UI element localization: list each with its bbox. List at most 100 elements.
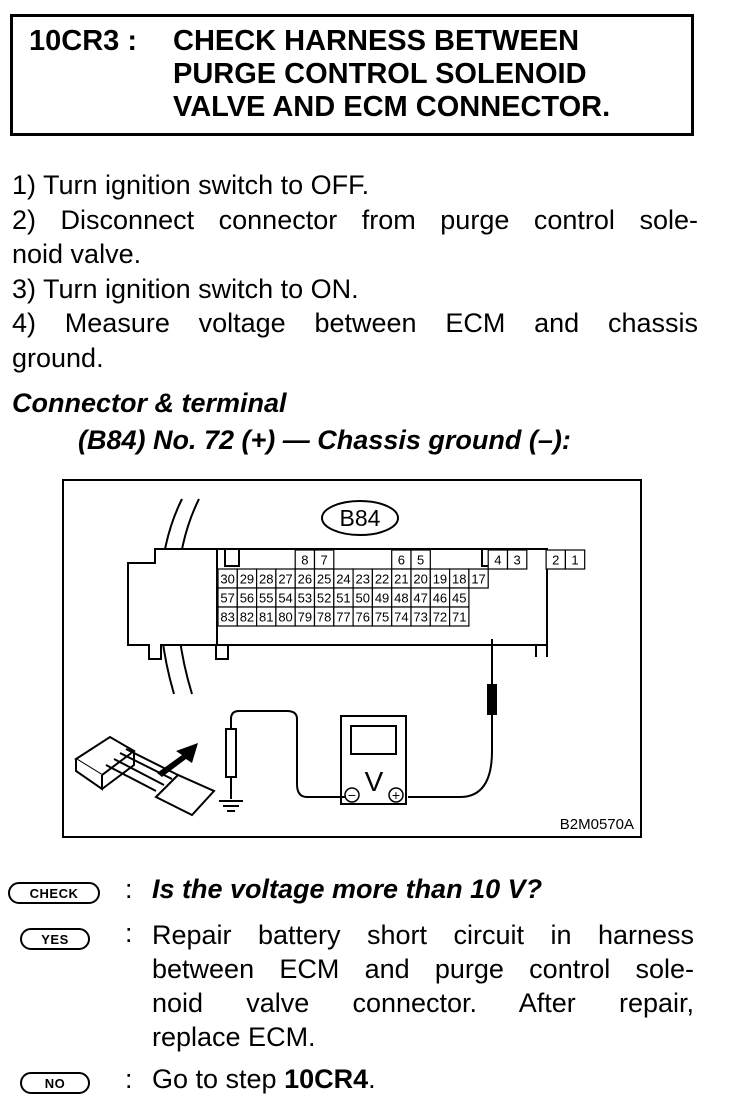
yes-separator: : bbox=[125, 918, 133, 948]
probe-positive-tip bbox=[487, 684, 497, 715]
check-badge: CHECK bbox=[8, 882, 100, 904]
title-line-3: VALVE AND ECM CONNECTOR. bbox=[173, 91, 611, 123]
terminal-53: 53 bbox=[298, 591, 312, 606]
terminal-19: 19 bbox=[433, 572, 447, 587]
connector-label: B84 bbox=[340, 505, 381, 531]
terminal-48: 48 bbox=[394, 591, 408, 606]
terminal-3-cell bbox=[506, 549, 528, 570]
terminal-51: 51 bbox=[336, 591, 350, 606]
terminal-81: 81 bbox=[259, 610, 273, 625]
terminal-2: 2 bbox=[552, 553, 559, 568]
yes-badge: YES bbox=[20, 928, 90, 950]
terminal-77: 77 bbox=[336, 610, 350, 625]
connector-spec: (B84) No. 72 (+) — Chassis ground (–): bbox=[78, 425, 571, 455]
terminal-28: 28 bbox=[259, 572, 273, 587]
connector-label-ellipse bbox=[321, 500, 399, 536]
terminal-30: 30 bbox=[220, 572, 234, 587]
terminal-78: 78 bbox=[317, 610, 331, 625]
terminal-45: 45 bbox=[452, 591, 466, 606]
title-line-2: PURGE CONTROL SOLENOID bbox=[173, 58, 587, 90]
terminal-18: 18 bbox=[452, 572, 466, 587]
terminal-29: 29 bbox=[240, 572, 254, 587]
step-code: 10CR3 : bbox=[29, 25, 137, 57]
connector-latch bbox=[127, 548, 229, 660]
instruction-step-2-line-1: 2) Disconnect connector from purge contr… bbox=[12, 204, 698, 235]
instruction-step-2-line-2: noid valve. bbox=[12, 239, 142, 269]
terminal-52: 52 bbox=[317, 591, 331, 606]
no-separator: : bbox=[125, 1064, 133, 1094]
terminal-5: 5 bbox=[417, 553, 424, 568]
disconnect-arrow-icon bbox=[157, 743, 198, 777]
yes-line-4: replace ECM. bbox=[152, 1022, 316, 1052]
terminal-46: 46 bbox=[433, 591, 447, 606]
instruction-step-1: 1) Turn ignition switch to OFF. bbox=[12, 170, 370, 200]
svg-text:−: − bbox=[348, 787, 356, 803]
terminal-25: 25 bbox=[317, 572, 331, 587]
probe-positive-wire bbox=[408, 715, 493, 798]
instruction-list: 1) Turn ignition switch to OFF. 2) Disco… bbox=[12, 168, 698, 375]
yes-line-1: Repair battery short circuit in harness bbox=[152, 920, 694, 950]
solenoid-connector-illustration bbox=[74, 735, 216, 817]
voltmeter-symbol: V bbox=[365, 766, 384, 797]
step-title: CHECK HARNESS BETWEEN PURGE CONTROL SOLE… bbox=[173, 25, 610, 124]
terminal-54: 54 bbox=[278, 591, 292, 606]
terminal-72: 72 bbox=[433, 610, 447, 625]
terminal-50: 50 bbox=[356, 591, 370, 606]
terminal-80: 80 bbox=[278, 610, 292, 625]
terminal-74: 74 bbox=[394, 610, 408, 625]
terminal-23: 23 bbox=[356, 572, 370, 587]
no-badge: NO bbox=[20, 1072, 90, 1094]
terminal-24: 24 bbox=[336, 572, 350, 587]
yes-line-2: between ECM and purge control sole- bbox=[152, 954, 694, 984]
no-action: Go to step 10CR4. bbox=[152, 1064, 376, 1095]
terminal-83: 83 bbox=[220, 610, 234, 625]
terminal-79: 79 bbox=[298, 610, 312, 625]
instruction-step-3: 3) Turn ignition switch to ON. bbox=[12, 273, 359, 304]
terminal-4: 4 bbox=[494, 553, 501, 568]
voltmeter-display bbox=[350, 725, 397, 755]
terminal-6: 6 bbox=[398, 553, 405, 568]
terminal-21: 21 bbox=[394, 572, 408, 587]
probe-negative-handle bbox=[225, 728, 237, 778]
instruction-step-4-line-2: ground. bbox=[12, 342, 104, 373]
terminal-75: 75 bbox=[375, 610, 389, 625]
yes-action: Repair battery short circuit in harness … bbox=[152, 918, 694, 1054]
voltmeter-minus-terminal bbox=[344, 787, 360, 803]
terminal-55: 55 bbox=[259, 591, 273, 606]
check-separator: : bbox=[125, 874, 133, 904]
terminal-76: 76 bbox=[356, 610, 370, 625]
instruction-step-4-line-1: 4) Measure voltage between ECM and chass… bbox=[12, 308, 698, 338]
terminal-1-cell bbox=[564, 549, 586, 570]
terminal-20: 20 bbox=[413, 572, 427, 587]
no-suffix: . bbox=[368, 1064, 376, 1094]
check-question: Is the voltage more than 10 V? bbox=[152, 874, 543, 904]
terminal-17: 17 bbox=[471, 572, 485, 587]
terminal-56: 56 bbox=[240, 591, 254, 606]
svg-text:+: + bbox=[392, 787, 400, 803]
chassis-ground-symbol bbox=[219, 800, 243, 812]
terminal-27: 27 bbox=[278, 572, 292, 587]
terminal-17-cell bbox=[468, 568, 489, 589]
terminal-82: 82 bbox=[240, 610, 254, 625]
probe-negative-wire bbox=[230, 710, 345, 798]
diagram-frame bbox=[62, 479, 642, 838]
yes-line-3: noid valve connector. After repair, bbox=[152, 988, 694, 1018]
terminal-8: 8 bbox=[301, 553, 308, 568]
terminal-22: 22 bbox=[375, 572, 389, 587]
terminal-49: 49 bbox=[375, 591, 389, 606]
title-line-1: CHECK HARNESS BETWEEN bbox=[173, 25, 580, 57]
terminal-7: 7 bbox=[321, 553, 328, 568]
terminal-57: 57 bbox=[220, 591, 234, 606]
no-prefix: Go to step bbox=[152, 1064, 277, 1094]
terminal-1: 1 bbox=[571, 553, 578, 568]
step-header-box: 10CR3 : CHECK HARNESS BETWEEN PURGE CONT… bbox=[10, 14, 694, 136]
no-step-link[interactable]: 10CR4 bbox=[284, 1064, 369, 1094]
terminal-47: 47 bbox=[413, 591, 427, 606]
terminal-3: 3 bbox=[514, 553, 521, 568]
voltmeter-plus-terminal bbox=[388, 787, 404, 803]
connector-heading: Connector & terminal bbox=[12, 388, 287, 418]
terminal-73: 73 bbox=[413, 610, 427, 625]
